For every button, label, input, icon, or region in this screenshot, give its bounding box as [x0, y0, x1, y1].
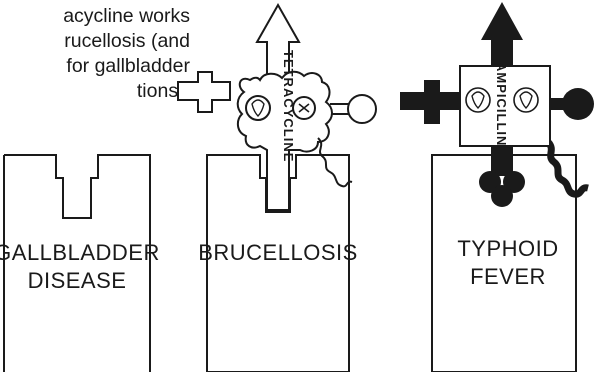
caption-line-3: for gallbladder — [66, 55, 190, 77]
tetracycline-plus-tab — [177, 71, 231, 113]
tetracycline-round-tab — [347, 94, 377, 124]
caption-line-1: acycline works — [63, 5, 190, 27]
gallbladder-label-line1: GALLBLADDER — [0, 240, 160, 265]
tetracycline-key — [177, 2, 377, 211]
brucellosis-block — [206, 154, 350, 372]
caption-text: acycline works rucellosis (and for gallb… — [0, 4, 190, 104]
ampicillin-round-tab — [562, 88, 594, 120]
ampicillin-up-arrow — [481, 2, 523, 70]
ampicillin-face-right — [513, 87, 539, 113]
tetracycline-label: TETRACYCLINE — [281, 50, 296, 162]
caption-line-2: rucellosis (and — [64, 30, 190, 52]
gallbladder-label-line2: DISEASE — [28, 268, 127, 293]
ampicillin-tail — [545, 139, 589, 198]
ampicillin-key — [400, 2, 594, 207]
caption-line-4: tions). — [136, 80, 190, 102]
ampicillin-plus-tab — [400, 80, 460, 124]
tetracycline-tail — [317, 137, 353, 188]
tetracycline-face-left — [245, 95, 271, 121]
typhoid-label-line1: TYPHOID — [457, 236, 558, 261]
typhoid-fever-block — [431, 154, 577, 372]
gallbladder-disease-block — [3, 154, 151, 372]
ampicillin-label: AMPICILLIN — [494, 62, 509, 146]
typhoid-label-line2: FEVER — [470, 264, 546, 289]
brucellosis-label: BRUCELLOSIS — [198, 240, 358, 265]
ampicillin-face-left — [465, 87, 491, 113]
